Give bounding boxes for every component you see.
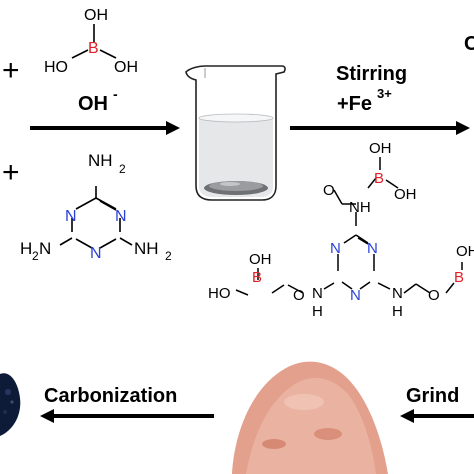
melamine-nh2-left-sub: 2 xyxy=(32,249,39,263)
product-oh-left-top: OH xyxy=(249,251,272,268)
boric-boron: B xyxy=(88,40,99,57)
fe-label-sup: 3+ xyxy=(377,86,392,101)
product-n-right: N xyxy=(392,285,403,302)
stirring-arrow xyxy=(290,121,470,135)
product-oh-top: OH xyxy=(369,140,392,157)
melamine-nh2-left-n: N xyxy=(39,239,51,258)
grinding-label: Grind xyxy=(406,385,459,407)
edge-letter: C xyxy=(464,33,474,55)
product-nh-top: NH xyxy=(349,199,371,216)
fe-label: +Fe xyxy=(337,93,372,115)
melamine-structure xyxy=(59,186,133,249)
product-oh-right-top: OH xyxy=(456,243,474,260)
melamine-n-left: N xyxy=(65,208,77,225)
carbonization-label: Carbonization xyxy=(44,385,177,407)
product-h-left: H xyxy=(312,303,323,320)
beaker-icon xyxy=(185,65,286,201)
melamine-n-bottom: N xyxy=(90,245,102,262)
product-o-right: O xyxy=(428,287,440,304)
product-n-left: N xyxy=(312,285,323,302)
product-structure xyxy=(235,157,463,296)
product-ring-n-bottom: N xyxy=(350,287,361,304)
product-boron-right: B xyxy=(454,269,464,286)
melamine-n-right: N xyxy=(115,208,127,225)
product-boron-left: B xyxy=(252,269,262,286)
base-arrow xyxy=(30,121,180,135)
base-label-sup: - xyxy=(113,86,118,102)
carbonization-arrow xyxy=(40,409,214,423)
product-o-top: O xyxy=(323,182,335,199)
product-boron-top: B xyxy=(374,170,384,187)
melamine-nh2-top-nh: NH xyxy=(88,151,113,170)
plus-sign-top: + xyxy=(2,54,20,87)
boric-oh-top: OH xyxy=(84,7,108,24)
product-oh-top-right: OH xyxy=(394,186,417,203)
plus-sign-bottom: + xyxy=(2,156,20,189)
carbon-product-image xyxy=(0,373,21,436)
melamine-nh2-left-h: H xyxy=(20,239,32,258)
boric-oh-right: OH xyxy=(114,59,138,76)
base-label: OH xyxy=(78,93,108,115)
boric-acid-structure xyxy=(71,24,117,59)
boric-ho-left: HO xyxy=(44,59,68,76)
stirring-label: Stirring xyxy=(336,63,407,85)
powder-image xyxy=(232,361,388,474)
melamine-nh2-right-nh: NH xyxy=(134,239,159,258)
product-o-left: O xyxy=(293,287,305,304)
melamine-nh2-top-sub: 2 xyxy=(119,162,126,176)
product-ring-n-left: N xyxy=(330,240,341,257)
grinding-arrow xyxy=(400,409,474,423)
product-ho-left: HO xyxy=(208,285,231,302)
melamine-nh2-right-sub: 2 xyxy=(165,249,172,263)
product-h-right: H xyxy=(392,303,403,320)
product-ring-n-right: N xyxy=(367,240,378,257)
